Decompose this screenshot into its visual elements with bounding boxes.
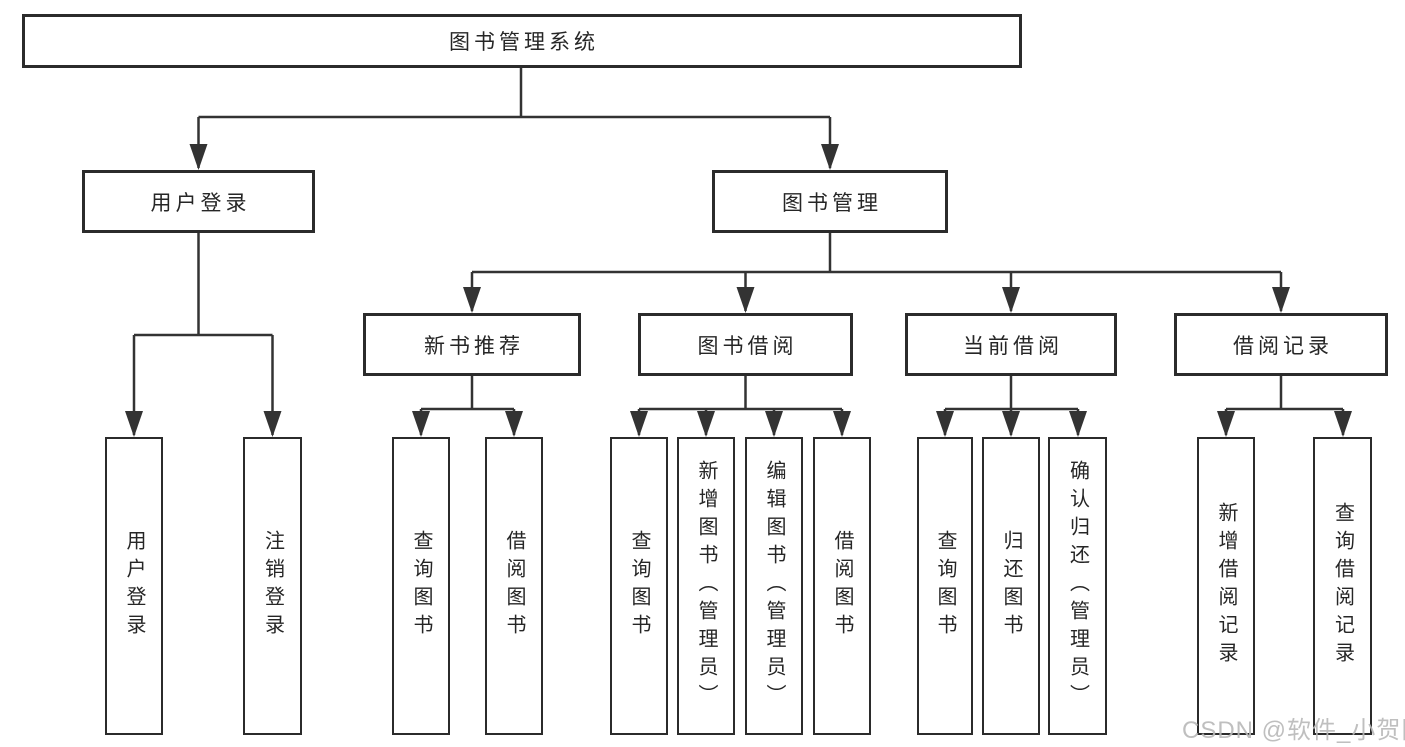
leaf-label: 借阅图书 xyxy=(503,530,525,642)
arrow-down-icon xyxy=(1334,411,1352,437)
arrow-down-icon xyxy=(833,411,851,437)
leaf-label: 查询图书 xyxy=(628,530,650,642)
arrow-down-icon xyxy=(1217,411,1235,437)
leaf-label: 用户登录 xyxy=(123,530,145,642)
node-new-book-recommendation: 新书推荐 xyxy=(363,313,581,376)
arrow-down-icon xyxy=(263,411,282,437)
arrow-down-icon xyxy=(505,411,523,437)
arrow-down-icon xyxy=(765,411,783,437)
arrow-down-icon xyxy=(697,411,715,437)
arrow-down-icon xyxy=(1002,287,1020,313)
arrow-down-icon xyxy=(1069,411,1087,437)
leaf-user-login: 用户登录 xyxy=(105,437,163,735)
arrow-down-icon xyxy=(736,287,755,313)
arrow-down-icon xyxy=(1002,411,1020,437)
leaf-add-book-admin: 新增图书（管理员） xyxy=(677,437,735,735)
leaf-borrow-books-rec: 借阅图书 xyxy=(485,437,543,735)
node-book-management: 图书管理 xyxy=(712,170,948,233)
leaf-confirm-return-admin: 确认归还（管理员） xyxy=(1048,437,1107,735)
leaf-logout: 注销登录 xyxy=(243,437,302,735)
connector-segments xyxy=(132,68,1345,435)
node-borrowing-records: 借阅记录 xyxy=(1174,313,1388,376)
leaf-borrow-books-borrow: 借阅图书 xyxy=(813,437,871,735)
leaf-label: 查询图书 xyxy=(410,530,432,642)
leaf-label: 借阅图书 xyxy=(831,530,853,642)
leaf-label: 编辑图书（管理员） xyxy=(763,460,785,712)
arrow-down-icon xyxy=(125,411,143,437)
node-current-borrowing: 当前借阅 xyxy=(905,313,1117,376)
leaf-query-books-borrow: 查询图书 xyxy=(610,437,668,735)
arrow-down-icon xyxy=(630,411,648,437)
leaf-query-books-rec: 查询图书 xyxy=(392,437,450,735)
node-user-login: 用户登录 xyxy=(82,170,315,233)
leaf-label: 注销登录 xyxy=(261,530,284,642)
arrow-down-icon xyxy=(189,144,208,170)
arrow-down-icon xyxy=(1272,287,1290,313)
leaf-edit-book-admin: 编辑图书（管理员） xyxy=(745,437,803,735)
leaf-label: 归还图书 xyxy=(1000,530,1022,642)
leaf-query-borrow-record: 查询借阅记录 xyxy=(1313,437,1372,735)
leaf-return-book: 归还图书 xyxy=(982,437,1040,735)
arrow-down-icon xyxy=(821,144,839,170)
node-library-management-system: 图书管理系统 xyxy=(22,14,1022,68)
leaf-label: 查询图书 xyxy=(934,530,956,642)
leaf-label: 新增图书（管理员） xyxy=(695,460,717,712)
leaf-label: 新增借阅记录 xyxy=(1215,502,1237,670)
arrow-down-icon xyxy=(412,411,430,437)
node-book-borrowing: 图书借阅 xyxy=(638,313,853,376)
leaf-query-books-current: 查询图书 xyxy=(917,437,973,735)
leaf-label: 确认归还（管理员） xyxy=(1066,460,1089,712)
leaf-add-borrow-record: 新增借阅记录 xyxy=(1197,437,1255,735)
leaf-label: 查询借阅记录 xyxy=(1331,502,1354,670)
csdn-watermark: CSDN @软件_小贺同学 xyxy=(1182,717,1405,744)
arrow-down-icon xyxy=(936,411,954,437)
arrow-down-icon xyxy=(463,287,481,313)
